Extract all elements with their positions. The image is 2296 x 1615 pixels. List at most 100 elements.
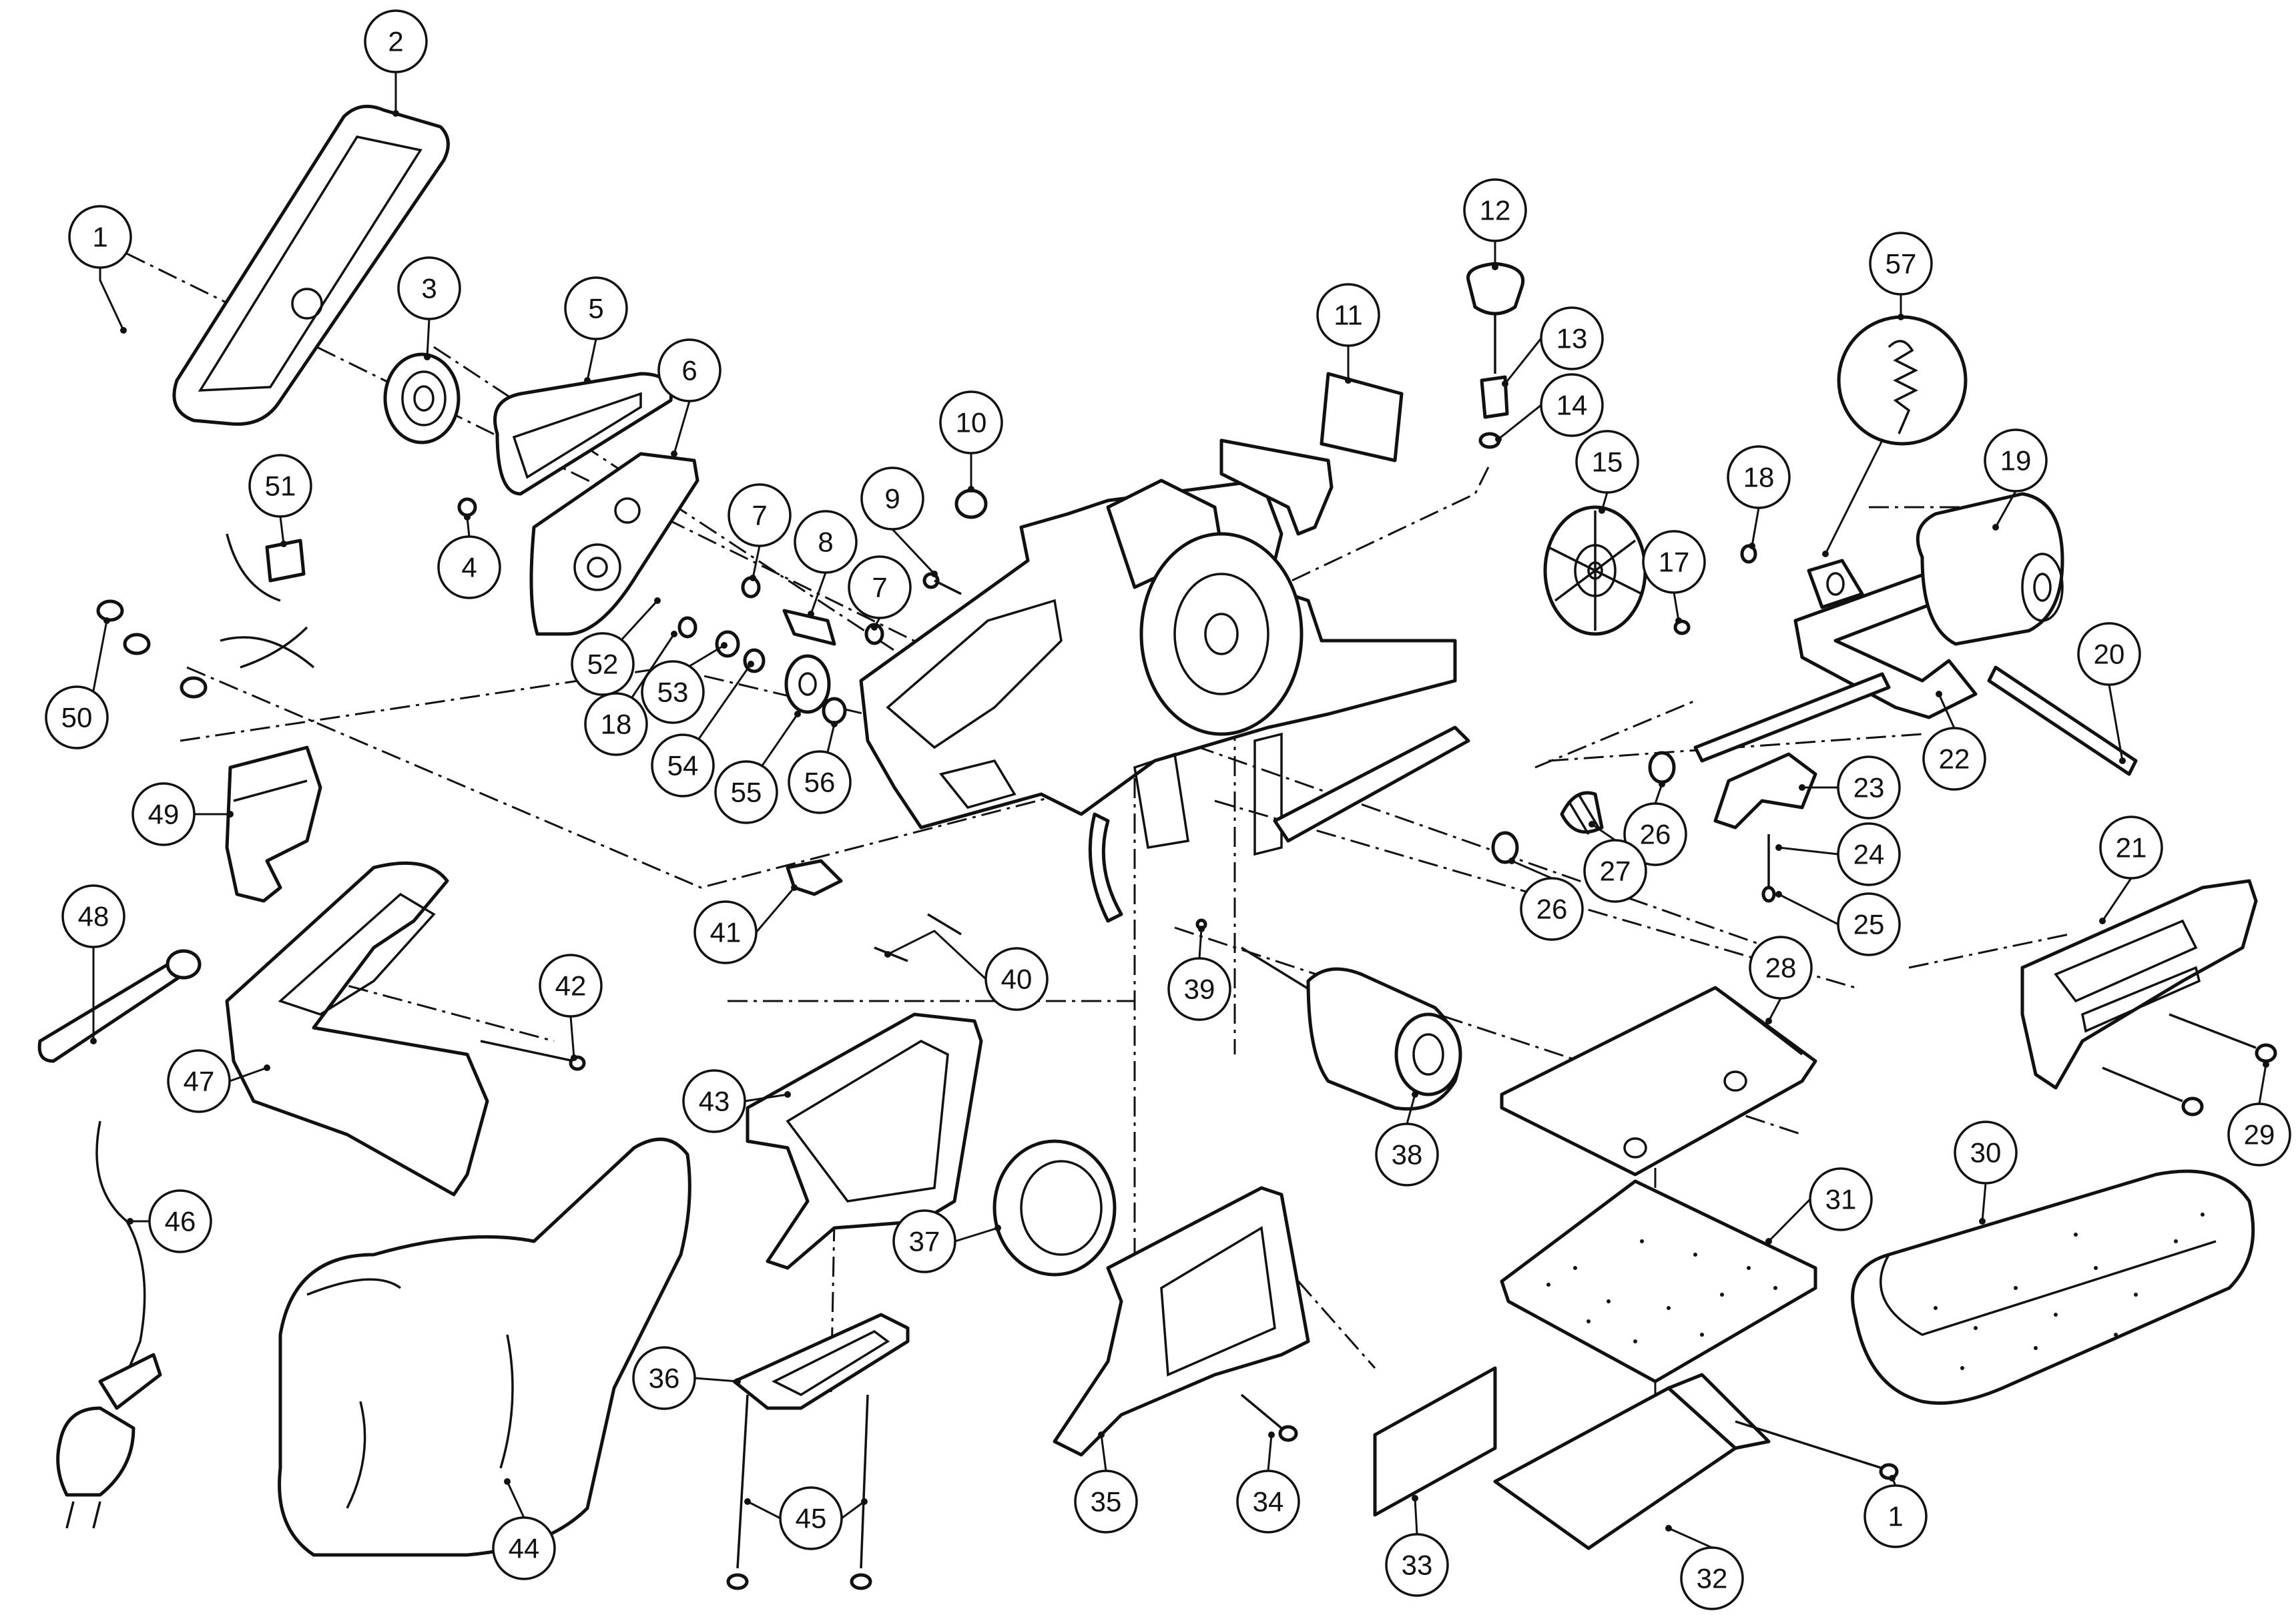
leader-dot	[1589, 821, 1595, 828]
small-fasteners	[457, 489, 1757, 1071]
callout-label: 45	[796, 1503, 827, 1534]
callout-leader	[887, 930, 987, 980]
callout-label: 30	[1970, 1137, 2002, 1169]
leader-dot	[90, 1038, 97, 1044]
callout-label: 13	[1556, 323, 1588, 354]
callout-label: 14	[1556, 390, 1588, 421]
callout-label: 54	[667, 750, 699, 781]
callout-label: 38	[1392, 1139, 1423, 1171]
callout-43: 43	[682, 1069, 791, 1133]
callout-label: 56	[804, 767, 836, 798]
callout-18: 18	[584, 631, 677, 756]
callout-label: 6	[681, 355, 697, 386]
callout-22: 22	[1922, 691, 1986, 791]
callout-leader	[92, 620, 108, 691]
leader-dot	[264, 1064, 270, 1071]
callout-label: 41	[710, 917, 742, 948]
callout-leader	[1100, 1434, 1107, 1472]
callout-circle	[45, 685, 109, 749]
callout-53: 53	[641, 642, 728, 724]
callout-49: 49	[131, 782, 234, 846]
callout-leader	[673, 400, 691, 454]
callout-label: 35	[1091, 1486, 1122, 1518]
callout-circle	[1680, 1546, 1744, 1610]
callout-circle	[693, 900, 758, 964]
leader-dot	[734, 1378, 741, 1385]
callout-label: 21	[2116, 832, 2147, 864]
leader-dot	[1665, 1525, 1672, 1532]
callout-circle	[131, 782, 196, 846]
callout-leader	[2258, 1064, 2267, 1104]
callout-51: 51	[248, 454, 312, 547]
callout-label: 57	[1886, 248, 1917, 280]
callout-label: 8	[818, 527, 833, 558]
callout-label: 10	[956, 407, 987, 438]
callout-label: 53	[657, 677, 689, 708]
callout-circle	[984, 947, 1049, 1011]
callout-leader	[752, 545, 761, 579]
right-side-cover	[2020, 879, 2258, 1090]
callout-leader	[954, 1227, 998, 1243]
callout-leader	[2108, 684, 2124, 761]
callout-circle	[1642, 530, 1706, 594]
callout-13: 13	[1502, 306, 1604, 387]
callout-57: 57	[1822, 232, 1933, 557]
callout-31: 31	[1765, 1167, 1873, 1245]
callout-50: 50	[45, 617, 110, 749]
platen-plate	[1500, 986, 1817, 1177]
callout-56: 56	[788, 721, 852, 814]
callout-label: 23	[1853, 772, 1885, 803]
leader-dot	[464, 514, 471, 521]
callout-45: 45	[744, 1486, 868, 1550]
leader-dot	[1749, 543, 1755, 549]
callout-circle	[1575, 430, 1639, 494]
cooling-fan	[1543, 505, 1647, 636]
left-handle-cover	[746, 1012, 983, 1270]
callout-14: 14	[1495, 373, 1604, 442]
leader-dot	[1822, 551, 1829, 557]
callout-leader	[629, 633, 675, 700]
leader-dot	[120, 327, 127, 334]
leader-dot	[1412, 1495, 1418, 1502]
callout-circle	[68, 205, 132, 269]
callout-leader	[760, 713, 799, 768]
callout-circle	[1954, 1120, 2018, 1185]
callout-3: 3	[397, 256, 461, 360]
callout-circle	[641, 660, 705, 724]
callout-40: 40	[884, 930, 1049, 1011]
callout-32: 32	[1665, 1525, 1744, 1610]
callout-label: 26	[1536, 894, 1568, 925]
callout-leader	[1498, 404, 1542, 440]
callout-label: 1	[92, 222, 107, 253]
callout-circle	[539, 954, 603, 1018]
callout-label: 22	[1939, 743, 1970, 775]
callout-circle	[492, 1516, 556, 1580]
callout-circle	[61, 884, 125, 948]
leader-dot	[1508, 858, 1515, 864]
side-guide-bar	[1273, 725, 1470, 843]
callout-label: 46	[165, 1206, 196, 1237]
callout-circle	[148, 1189, 212, 1253]
callout-18: 18	[1727, 445, 1791, 549]
callout-24: 24	[1775, 822, 1901, 886]
callout-circle	[1869, 232, 1933, 296]
callout-circle	[1236, 1470, 1300, 1534]
callout-2: 2	[364, 9, 428, 117]
nozzle-plate	[726, 1313, 910, 1590]
callout-circle	[892, 1209, 956, 1273]
leader-dot	[2263, 1061, 2269, 1068]
callout-5: 5	[564, 276, 628, 384]
switch	[225, 745, 322, 903]
callout-label: 4	[461, 552, 477, 583]
gear-spindle-stack	[677, 576, 884, 725]
callout-circle	[1540, 373, 1604, 437]
leader-dot	[931, 571, 938, 577]
callout-circle	[1809, 1167, 1873, 1231]
callout-label: 42	[555, 970, 587, 1002]
callout-circle	[848, 555, 912, 619]
leader-dot	[871, 624, 878, 631]
leader-dot	[1495, 436, 1502, 442]
callout-26: 26	[1508, 858, 1584, 941]
callout-37: 37	[892, 1209, 1001, 1273]
